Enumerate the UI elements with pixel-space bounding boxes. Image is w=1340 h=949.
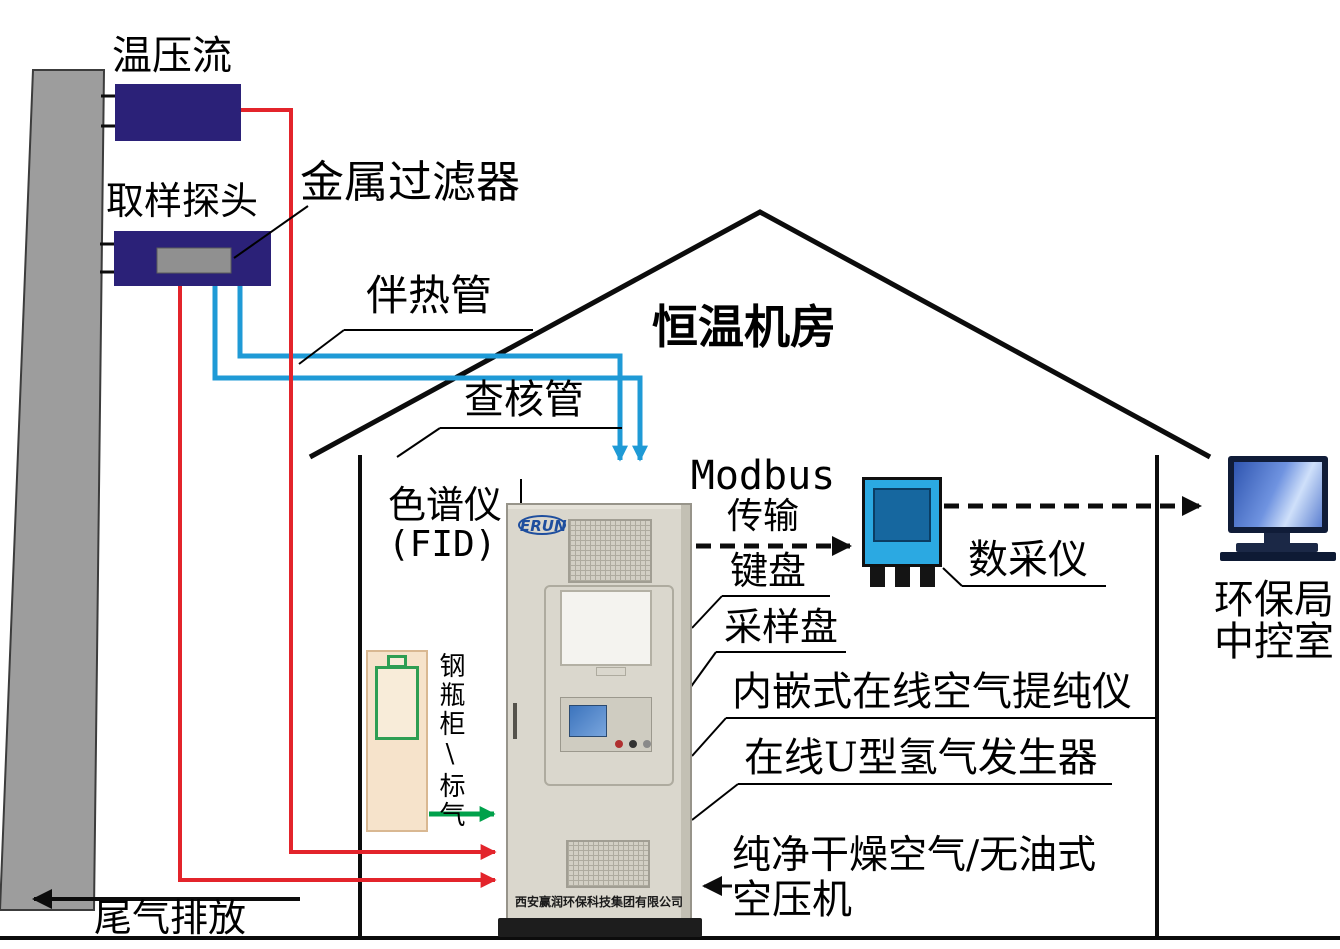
label-epa-line1: 环保局: [1214, 577, 1334, 623]
erun-logo: ERUN: [518, 515, 567, 535]
label-metal-filter: 金属过滤器: [300, 157, 520, 208]
label-temp-pressure-flow: 温压流: [112, 33, 232, 79]
stack-connector-lines: [100, 94, 116, 274]
label-pointer-lines: [233, 205, 1156, 821]
label-air-purifier: 内嵌式在线空气提纯仪: [732, 669, 1132, 715]
gas-cylinder-cabinet: [366, 650, 428, 832]
label-exhaust: 尾气排放: [94, 896, 247, 940]
label-modbus: Modbus 传输: [683, 453, 843, 537]
label-constant-temp-room: 恒温机房: [652, 300, 836, 354]
label-data-logger: 数采仪: [968, 537, 1088, 583]
label-keyboard: 键盘: [730, 549, 807, 593]
hmi-button-black: [629, 740, 637, 748]
data-acquisition-leg: [895, 567, 910, 587]
label-sampling-tray: 采样盘: [724, 605, 839, 649]
label-sampling-probe: 取样探头: [106, 179, 259, 223]
flow-sensor-box: [115, 84, 241, 141]
control-room-monitor-screen: [1234, 462, 1322, 527]
gas-cylinder-body: [375, 666, 419, 740]
cabinet-door: [544, 585, 674, 786]
label-epa-line2: 中控室: [1214, 618, 1334, 665]
cabinet-bottom-vent-grille: [566, 840, 650, 888]
house-outline: [0, 209, 1340, 940]
chimney-stack: [0, 69, 106, 911]
hmi-lcd-screen: [569, 705, 607, 737]
sampling-probe-box: [114, 231, 271, 286]
label-compressor-line1: 纯净干燥空气/无油式: [732, 833, 1097, 878]
label-gas-cylinder-cabinet: 钢瓶柜\标气: [435, 652, 465, 830]
cabinet-door-handle: [513, 703, 517, 739]
heated-tube-pipes: [212, 286, 648, 462]
label-compressor-line2: 空压机: [732, 876, 852, 923]
data-acquisition-leg: [870, 567, 885, 587]
label-check-tube: 查核管: [464, 377, 584, 423]
data-acquisition-leg: [920, 567, 935, 587]
label-h2-generator: 在线U型氢气发生器: [744, 735, 1098, 781]
hmi-button-gray: [643, 740, 651, 748]
monitor-stand: [1264, 533, 1290, 544]
cabinet-hmi-panel: [560, 697, 652, 752]
cabinet-slot: [596, 667, 626, 676]
metal-filter-element: [156, 247, 232, 274]
modbus-dashed-lines: [696, 496, 1202, 556]
cabinet-base-plinth: [498, 918, 702, 937]
label-chromatograph: 色谱仪: [388, 483, 503, 527]
control-room-monitor: [1228, 456, 1328, 533]
label-chromatograph-fid: 色谱仪 (FID): [388, 483, 503, 565]
data-acquisition-screen: [873, 488, 931, 542]
label-modbus-line2: 传输: [726, 495, 799, 537]
red-sample-pipes: [178, 108, 497, 888]
cabinet-display-screen: [560, 590, 652, 666]
cabinet-company-name: 西安赢润环保科技集团有限公司: [514, 895, 683, 909]
monitor-base: [1236, 543, 1318, 552]
label-modbus-line1: Modbus: [690, 453, 836, 499]
computer-keyboard: [1220, 552, 1336, 561]
hmi-button-red: [615, 740, 623, 748]
label-epa-control-room: 环保局 中控室: [1214, 577, 1334, 665]
data-acquisition-unit: [862, 477, 942, 587]
label-heated-tube: 伴热管: [366, 271, 493, 320]
label-fid: (FID): [388, 523, 497, 565]
analyzer-cabinet: ERUN 西安赢润环保科技集团有限公司: [506, 503, 692, 930]
label-air-compressor: 纯净干燥空气/无油式 空压机: [732, 833, 1097, 923]
house-roof: [308, 209, 1212, 460]
cabinet-top-vent-grille: [568, 519, 652, 583]
